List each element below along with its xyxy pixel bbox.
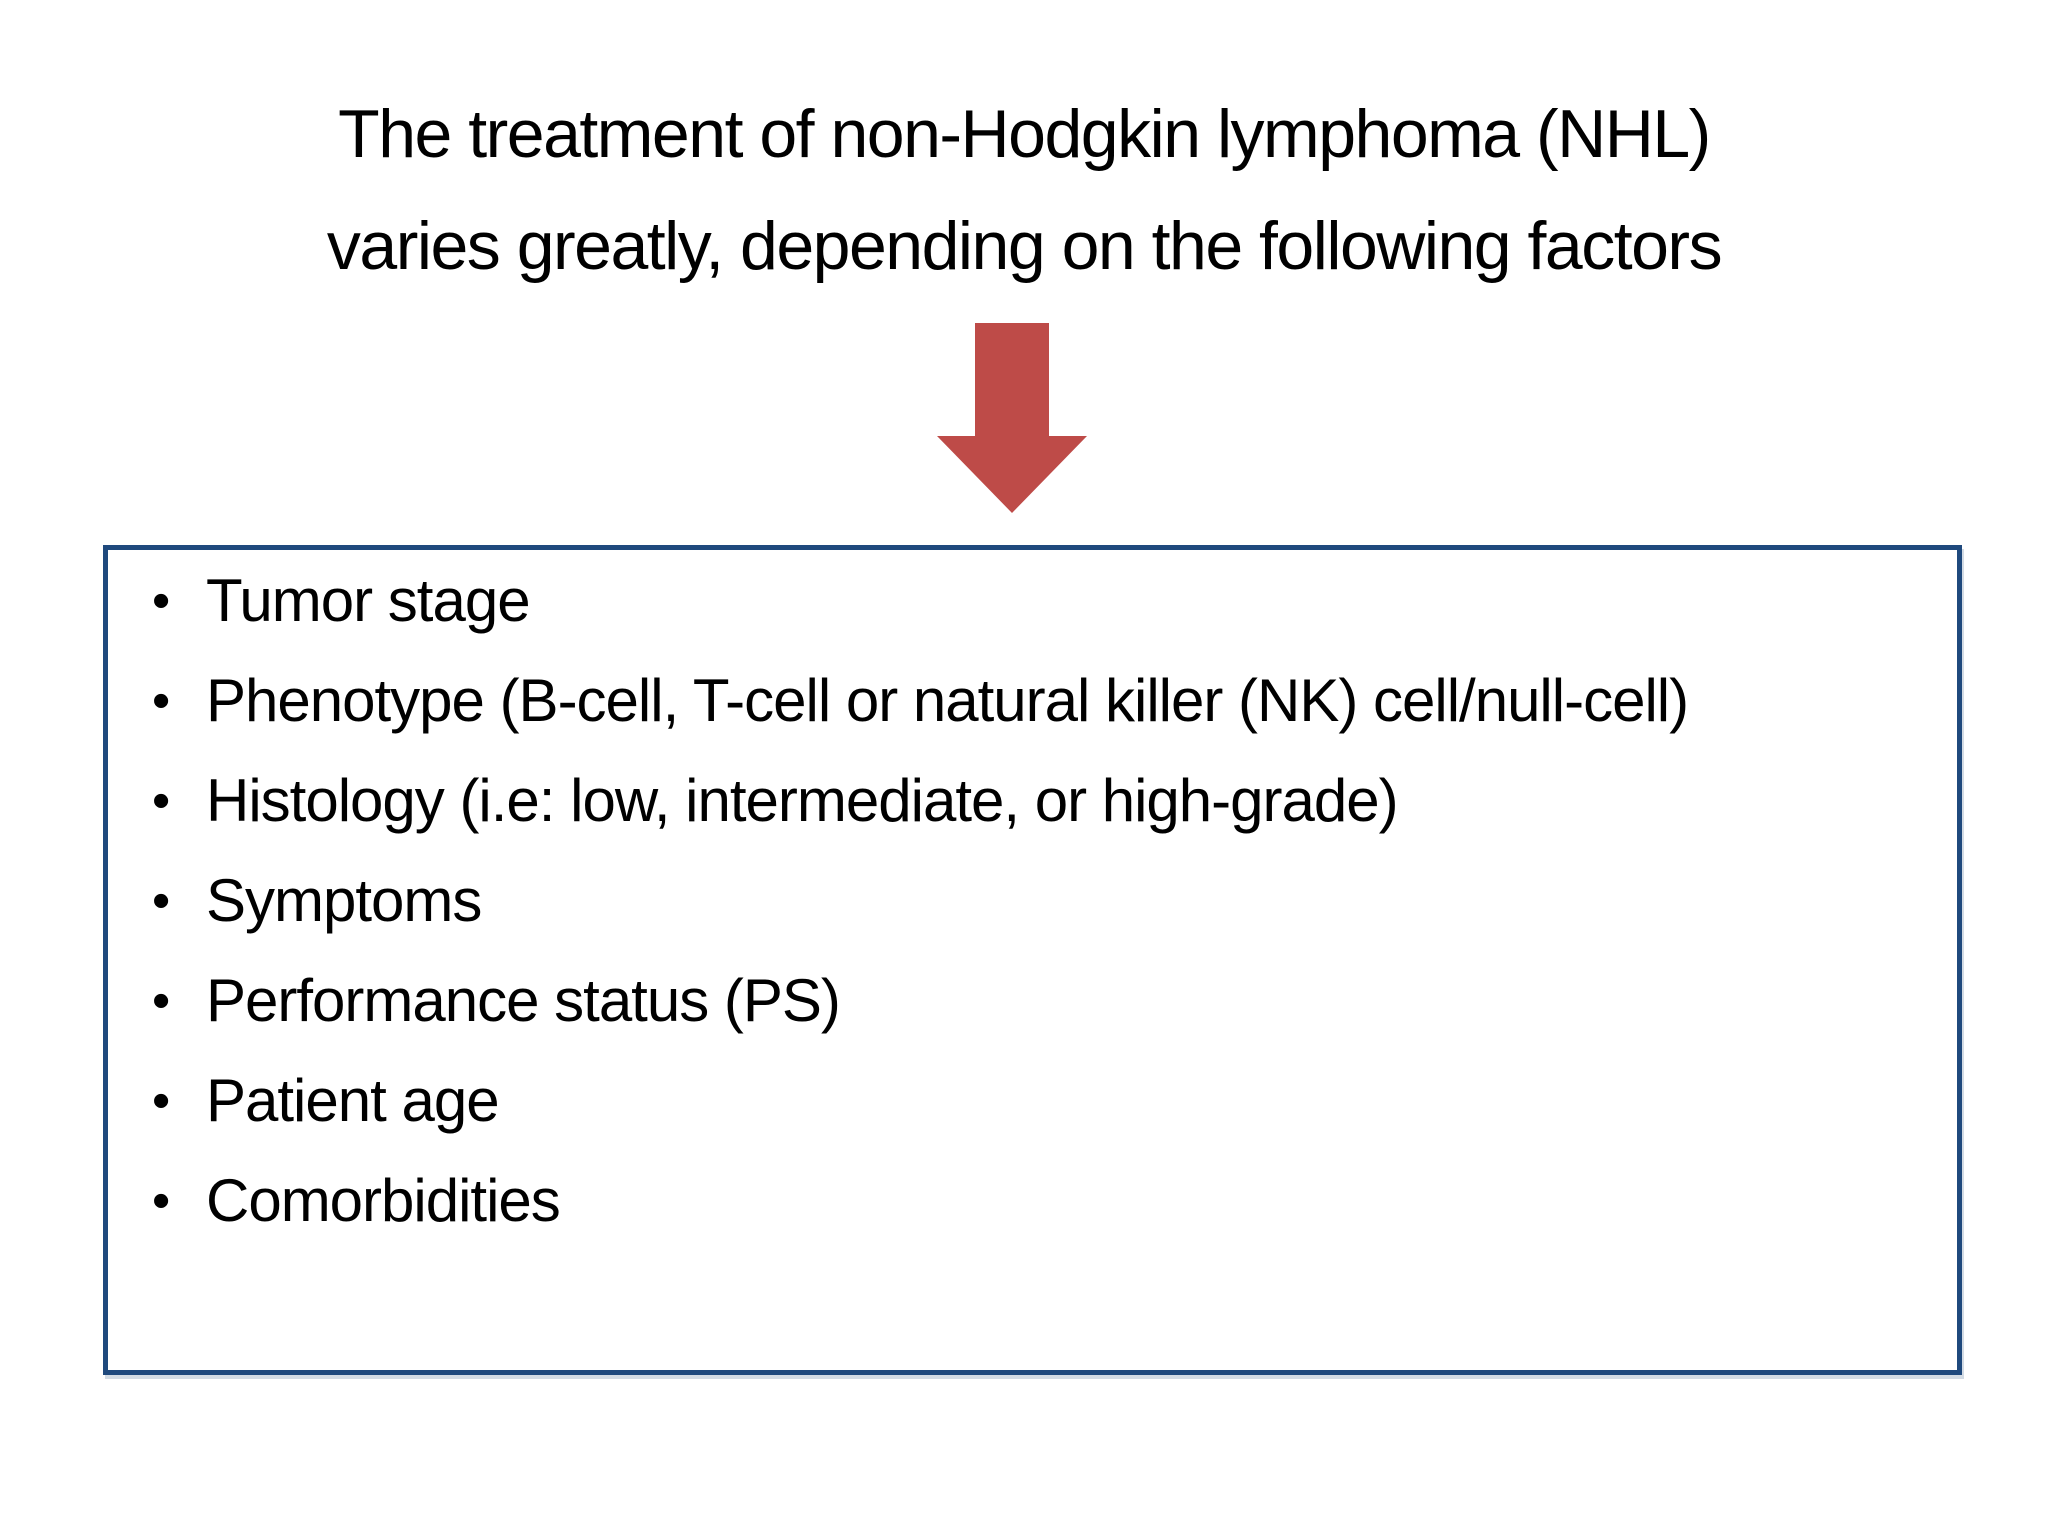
factor-text: Histology (i.e: low, intermediate, or hi… — [206, 767, 1399, 834]
factor-text: Phenotype (B-cell, T-cell or natural kil… — [206, 667, 1689, 734]
down-arrow-shape — [937, 323, 1087, 513]
down-arrow-icon — [937, 323, 1087, 513]
factor-text: Comorbidities — [206, 1167, 561, 1234]
bullet-icon: • — [152, 572, 170, 630]
bullet-icon: • — [152, 972, 170, 1030]
factor-text: Patient age — [206, 1067, 500, 1134]
bullet-icon: • — [152, 672, 170, 730]
list-item-comorbidities: • Comorbidities — [128, 1162, 1927, 1240]
list-item-patient-age: • Patient age — [128, 1062, 1927, 1140]
bullet-icon: • — [152, 1172, 170, 1230]
factors-box: • Tumor stage • Phenotype (B-cell, T-cel… — [103, 545, 1962, 1375]
list-item-symptoms: • Symptoms — [128, 862, 1927, 940]
factors-list: • Tumor stage • Phenotype (B-cell, T-cel… — [108, 550, 1957, 1240]
slide-title: The treatment of non-Hodgkin lymphoma (N… — [0, 78, 2048, 302]
bullet-icon: • — [152, 872, 170, 930]
list-item-histology: • Histology (i.e: low, intermediate, or … — [128, 762, 1927, 840]
factor-text: Symptoms — [206, 867, 482, 934]
title-line-2: varies greatly, depending on the followi… — [326, 208, 1723, 284]
bullet-icon: • — [152, 772, 170, 830]
list-item-phenotype: • Phenotype (B-cell, T-cell or natural k… — [128, 662, 1927, 740]
title-line-1: The treatment of non-Hodgkin lymphoma (N… — [338, 96, 1711, 172]
list-item-performance-status: • Performance status (PS) — [128, 962, 1927, 1040]
bullet-icon: • — [152, 1072, 170, 1130]
factor-text: Tumor stage — [206, 567, 531, 634]
factor-text: Performance status (PS) — [206, 967, 841, 1034]
list-item-tumor-stage: • Tumor stage — [128, 562, 1927, 640]
